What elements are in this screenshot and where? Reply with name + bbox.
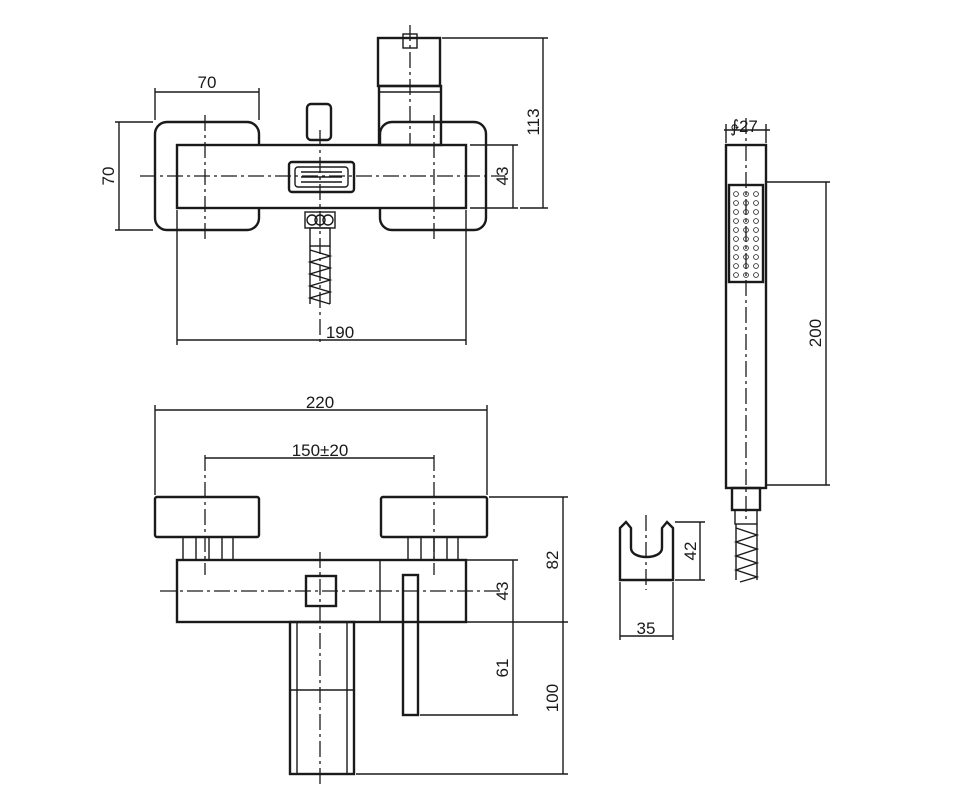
dim-top-body-length: 190 <box>326 323 354 342</box>
dim-top-cap-height: 70 <box>99 167 118 186</box>
handset-hose <box>733 527 760 583</box>
dim-front-body-height: 43 <box>493 582 512 601</box>
top-diverter-inner <box>294 166 349 188</box>
dim-holder-height: 42 <box>681 542 700 561</box>
front-view: 220 150±20 82 43 61 100 <box>153 393 568 785</box>
dim-front-total-width: 220 <box>306 393 334 412</box>
holder-bracket <box>618 520 675 582</box>
dim-handset-diameter: ∲27 <box>730 117 758 136</box>
top-diverter-knob <box>305 102 333 142</box>
top-upper-block <box>376 36 442 88</box>
dim-handset-length: 200 <box>806 319 825 347</box>
dim-top-body-height: 43 <box>493 167 512 186</box>
dim-front-inlet-spacing: 150±20 <box>292 441 349 460</box>
handset-view: ∲27 200 <box>724 117 830 583</box>
top-view: 70 70 190 43 113 <box>99 25 548 345</box>
dim-front-height-82: 82 <box>543 551 562 570</box>
dim-top-total-height: 113 <box>524 108 543 135</box>
top-diverter-outer <box>287 160 356 194</box>
holder-view: 42 35 <box>618 515 705 640</box>
dim-front-spout-drop: 61 <box>493 659 512 678</box>
front-diverter-rod <box>401 573 420 717</box>
front-left-handle <box>153 495 261 539</box>
dim-holder-width: 35 <box>637 619 656 638</box>
dim-top-cap-width: 70 <box>198 73 217 92</box>
dim-front-height-100: 100 <box>543 684 562 712</box>
front-spout <box>288 620 356 776</box>
